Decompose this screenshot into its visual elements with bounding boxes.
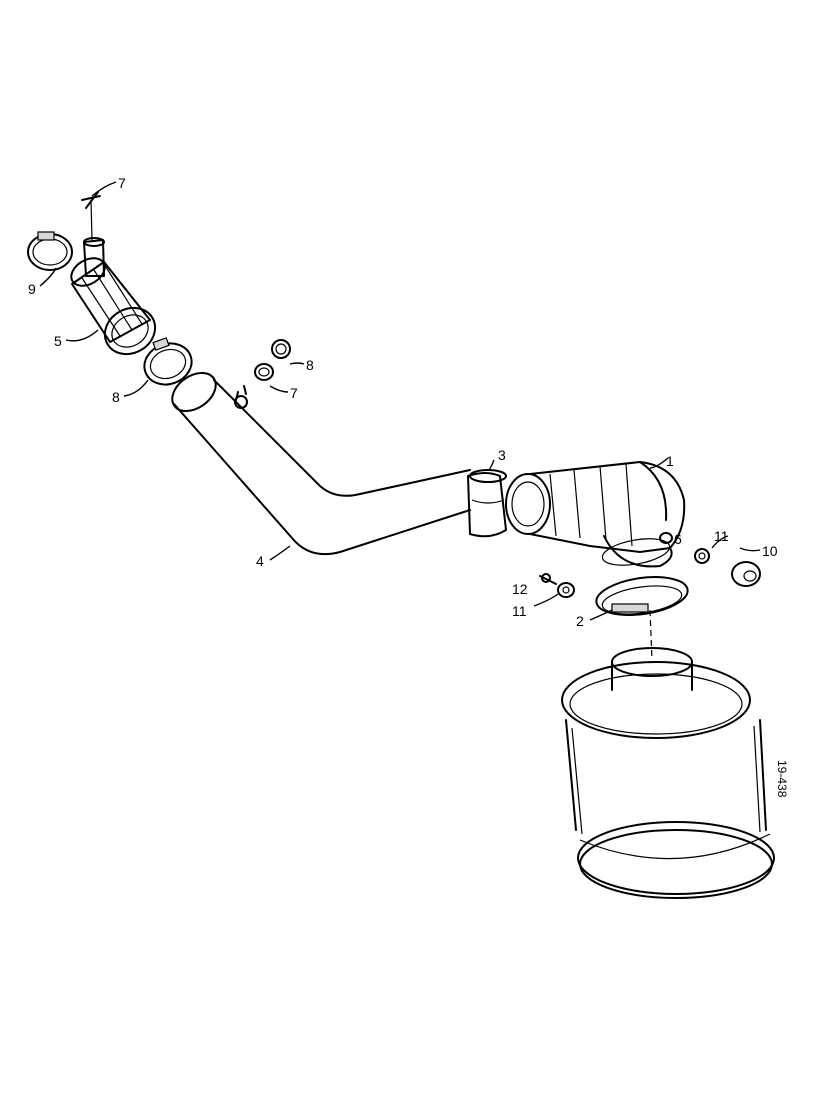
callout-4: 4 xyxy=(256,553,264,569)
drawing-code: 19-438 xyxy=(775,760,789,798)
part-5-intake-tube xyxy=(70,237,157,356)
part-11-washer-left xyxy=(557,582,575,598)
callout-6: 6 xyxy=(674,531,682,547)
part-7-vent-fitting-top xyxy=(81,191,101,241)
callout-10: 10 xyxy=(762,543,778,559)
callout-2: 2 xyxy=(576,613,584,629)
part-8-cap-right xyxy=(271,339,291,359)
leader-lines xyxy=(39,181,761,621)
part-7-grommet-right xyxy=(254,363,274,381)
callout-9: 9 xyxy=(28,281,36,297)
part-8-clamp-left xyxy=(143,337,193,386)
callout-1: 1 xyxy=(666,453,674,469)
part-10-wing-nut xyxy=(731,561,761,587)
callout-5: 5 xyxy=(54,333,62,349)
part-12-bolt xyxy=(539,573,557,585)
part-6-nipple xyxy=(659,532,673,544)
callout-3: 3 xyxy=(498,447,506,463)
part-11-washer-right xyxy=(694,548,710,564)
callout-11-left: 11 xyxy=(512,603,527,619)
part-4-intake-duct xyxy=(171,371,471,556)
callout-7-right: 7 xyxy=(290,385,298,401)
callout-12: 12 xyxy=(512,581,528,597)
air-filter-canister xyxy=(561,609,775,899)
part-2-band-clamp xyxy=(595,576,689,616)
part-1-elbow xyxy=(505,461,686,568)
callout-8-left: 8 xyxy=(112,389,120,405)
callout-7-top: 7 xyxy=(118,175,126,191)
part-9-hose-clamp xyxy=(27,231,73,271)
callout-11-right: 11 xyxy=(714,528,729,544)
part-3-coupler xyxy=(467,469,507,538)
callout-8-right: 8 xyxy=(306,357,314,373)
